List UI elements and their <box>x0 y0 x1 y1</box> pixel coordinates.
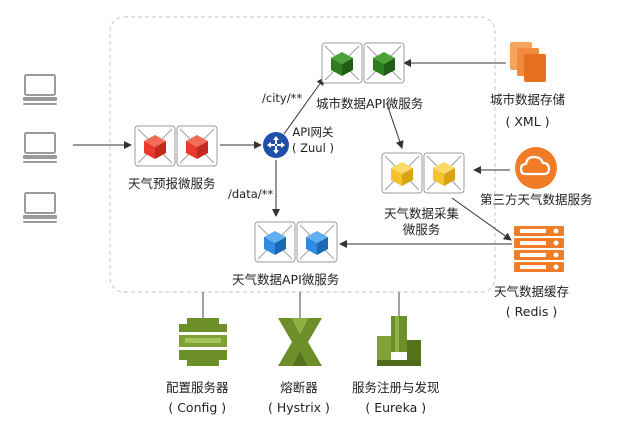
route-city-label: /city/** <box>262 91 303 105</box>
collector-suffix: 微服务 <box>402 222 441 237</box>
hystrix-label: 熔断器 ( Hystrix ) <box>268 380 330 416</box>
gateway-name: API网关 <box>292 125 334 139</box>
city-api-label: 城市数据API微服务 <box>316 96 424 111</box>
cache-name: 天气数据缓存 <box>494 284 570 299</box>
weather-api-cube-icon <box>254 221 296 263</box>
collector-cube-icon <box>423 152 465 194</box>
collector-name: 天气数据采集 <box>384 206 460 221</box>
hystrix-icon <box>278 318 322 366</box>
collector-cube-icon <box>381 152 423 194</box>
eureka-impl: ( Eureka ) <box>365 400 427 415</box>
gateway-to-city-arrow <box>283 77 325 135</box>
gateway-impl: ( Zuul ) <box>292 141 334 155</box>
client-laptop-icon <box>23 132 57 163</box>
cloud-icon <box>515 147 557 189</box>
config-icon <box>179 318 227 366</box>
third-party-label: 第三方天气数据服务 <box>480 192 593 207</box>
gateway-icon <box>263 132 289 158</box>
config-impl: ( Config ) <box>168 400 227 415</box>
collector-label: 天气数据采集 微服务 <box>384 206 459 238</box>
config-name: 配置服务器 <box>166 380 229 395</box>
forecast-cube-icon <box>176 125 218 167</box>
forecast-service-label: 天气预报微服务 <box>128 176 216 191</box>
weather-api-label: 天气数据API微服务 <box>232 272 340 287</box>
city-to-collector-arrow <box>386 103 404 149</box>
city-storage-format: ( XML ) <box>505 114 550 129</box>
hystrix-name: 熔断器 <box>280 380 318 395</box>
redis-icon <box>514 226 564 272</box>
eureka-icon <box>377 316 421 366</box>
city-storage-name: 城市数据存储 <box>490 92 566 107</box>
client-laptop-icon <box>23 192 57 223</box>
city-storage-label: 城市数据存储 ( XML ) <box>490 92 565 130</box>
weather-api-cube-icon <box>296 221 338 263</box>
eureka-label: 服务注册与发现 ( Eureka ) <box>352 380 440 416</box>
city-api-cube-icon <box>363 42 405 84</box>
gateway-label: API网关 ( Zuul ) <box>292 124 334 156</box>
city-api-cube-icon <box>321 42 363 84</box>
forecast-cube-icon <box>134 125 176 167</box>
cache-label: 天气数据缓存 ( Redis ) <box>494 284 569 320</box>
hystrix-impl: ( Hystrix ) <box>268 400 330 415</box>
eureka-name: 服务注册与发现 <box>352 380 440 395</box>
collector-to-redis-arrow <box>451 197 512 241</box>
route-data-label: /data/** <box>228 187 274 201</box>
service-boundary <box>109 16 496 293</box>
config-label: 配置服务器 ( Config ) <box>166 380 229 416</box>
cache-impl: ( Redis ) <box>505 304 558 319</box>
s3-bucket-icon <box>510 42 546 82</box>
client-laptop-icon <box>23 74 57 105</box>
